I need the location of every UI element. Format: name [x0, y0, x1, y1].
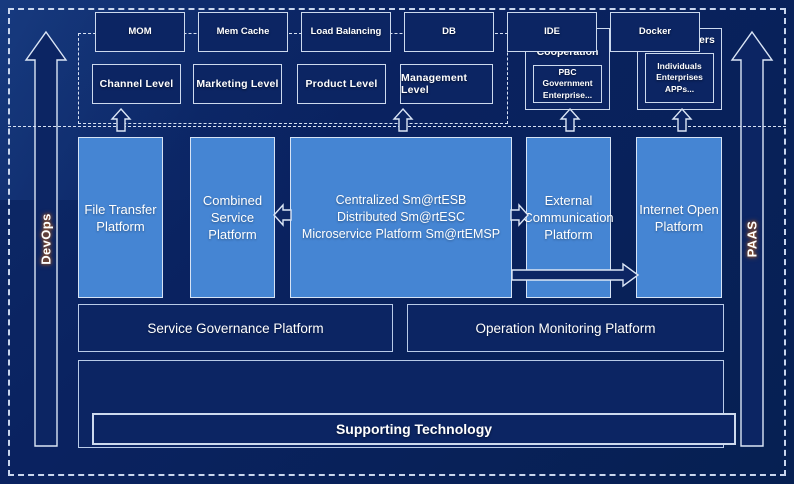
left-arrow-combined-to-esb	[273, 203, 292, 227]
external-cooperation-inner: PBC Government Enterprise...	[533, 65, 602, 103]
up-arrow-internet-users	[671, 107, 693, 132]
internet-users-inner: Individuals Enterprises APPs...	[645, 53, 714, 103]
supporting-technology-bar[interactable]: Supporting Technology	[92, 413, 736, 445]
middle-dashed-separator	[8, 126, 786, 127]
platform-centralized-esb[interactable]: Centralized Sm@rtESB Distributed Sm@rtES…	[290, 137, 512, 298]
tech-box-docker[interactable]: Docker	[610, 12, 700, 52]
level-box-product[interactable]: Product Level	[297, 64, 386, 104]
level-box-channel[interactable]: Channel Level	[92, 64, 181, 104]
long-arrow-esb-to-internet-open	[511, 262, 640, 288]
up-arrow-management	[392, 107, 414, 132]
tech-box-mom[interactable]: MOM	[95, 12, 185, 52]
up-arrow-external-cooperation	[559, 107, 581, 132]
levels-dashed-frame	[78, 33, 508, 124]
outer-dashed-frame	[8, 8, 786, 476]
bar-operation-monitoring[interactable]: Operation Monitoring Platform	[407, 304, 724, 352]
devops-arrow: DevOps	[24, 30, 68, 448]
tech-box-load-balancing[interactable]: Load Balancing	[301, 12, 391, 52]
tech-box-mem-cache[interactable]: Mem Cache	[198, 12, 288, 52]
paas-label: PAAS	[744, 220, 760, 258]
up-arrow-channel	[110, 107, 132, 132]
platform-combined-service[interactable]: Combined Service Platform	[190, 137, 275, 298]
level-box-management[interactable]: Management Level	[400, 64, 493, 104]
tech-box-db[interactable]: DB	[404, 12, 494, 52]
platform-file-transfer[interactable]: File Transfer Platform	[78, 137, 163, 298]
bar-service-governance[interactable]: Service Governance Platform	[78, 304, 393, 352]
devops-arrow-shape	[24, 30, 68, 447]
tech-box-ide[interactable]: IDE	[507, 12, 597, 52]
paas-arrow-shape	[730, 30, 774, 447]
right-arrow-esb-to-external	[510, 203, 529, 227]
platform-internet-open[interactable]: Internet Open Platform	[636, 137, 722, 298]
level-box-marketing[interactable]: Marketing Level	[193, 64, 282, 104]
paas-arrow: PAAS	[730, 30, 774, 448]
devops-label: DevOps	[38, 213, 54, 265]
